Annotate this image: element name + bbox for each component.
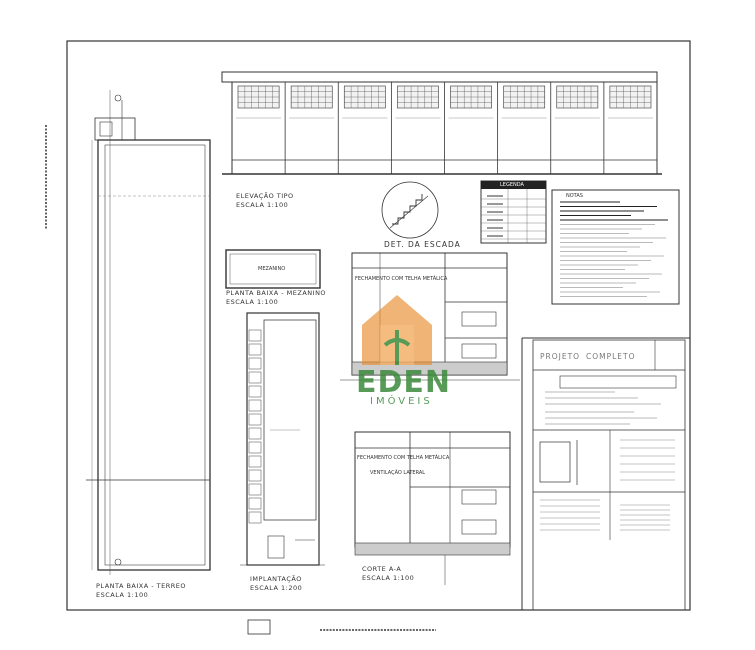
site-plan-room: [248, 371, 262, 384]
site-plan-room: [248, 441, 262, 454]
stair-title: DET. DA ESCADA: [384, 240, 461, 249]
site-plan-room: [248, 483, 262, 496]
elevation-title: ELEVAÇÃO TIPO: [236, 192, 294, 200]
mezzanine-label: MEZANINO: [258, 266, 286, 272]
section-title: CORTE A-A: [362, 565, 402, 573]
notes-title: NOTAS: [566, 193, 583, 199]
watermark-sub: IMÓVEIS: [370, 396, 433, 407]
site-plan-scale: ESCALA 1:200: [250, 584, 303, 592]
elevation-drawing: [221, 71, 662, 175]
section-note-upper: FECHAMENTO COM TELHA METÁLICA: [355, 276, 448, 282]
site-plan: [240, 312, 325, 566]
site-plan-room: [248, 399, 262, 412]
ventilation-note: VENTILAÇÃO LATERAL: [370, 470, 426, 476]
sheet-border: [66, 40, 691, 611]
site-plan-room: [248, 427, 262, 440]
site-plan-room: [248, 511, 262, 524]
site-plan-room: [248, 329, 262, 342]
section-upper: [340, 252, 520, 381]
notes-box: [551, 189, 680, 305]
legend-table: [480, 180, 547, 244]
watermark-brand: EDEN: [356, 365, 451, 400]
site-plan-room: [248, 455, 262, 468]
site-plan-room: [248, 469, 262, 482]
site-plan-room: [248, 413, 262, 426]
title-block-complete: COMPLETO: [586, 352, 636, 361]
legend-title: LEGENDA: [500, 182, 524, 188]
ground-plan-scale: ESCALA 1:100: [96, 591, 149, 599]
elevation-scale: ESCALA 1:100: [236, 201, 289, 209]
site-plan-title: IMPLANTAÇÃO: [250, 575, 302, 583]
eden-logo-house: [362, 295, 432, 365]
ground-plan-title: PLANTA BAIXA - TERREO: [96, 582, 187, 590]
floor-plan-mezzanine: [225, 249, 321, 289]
section-note-lower: FECHAMENTO COM TELHA METÁLICA: [357, 455, 450, 461]
site-plan-room: [248, 343, 262, 356]
stair-detail: [381, 181, 439, 239]
title-block-project: PROJETO: [540, 352, 581, 361]
site-plan-room: [248, 497, 262, 510]
section-scale: ESCALA 1:100: [362, 574, 415, 582]
mezzanine-plan-title: PLANTA BAIXA - MEZANINO: [226, 289, 327, 297]
title-block: [532, 339, 686, 611]
floor-plan-ground: [86, 90, 211, 575]
section-lower: [354, 431, 511, 585]
site-plan-room: [248, 357, 262, 370]
site-plan-room: [248, 385, 262, 398]
mezzanine-plan-scale: ESCALA 1:100: [226, 298, 279, 306]
